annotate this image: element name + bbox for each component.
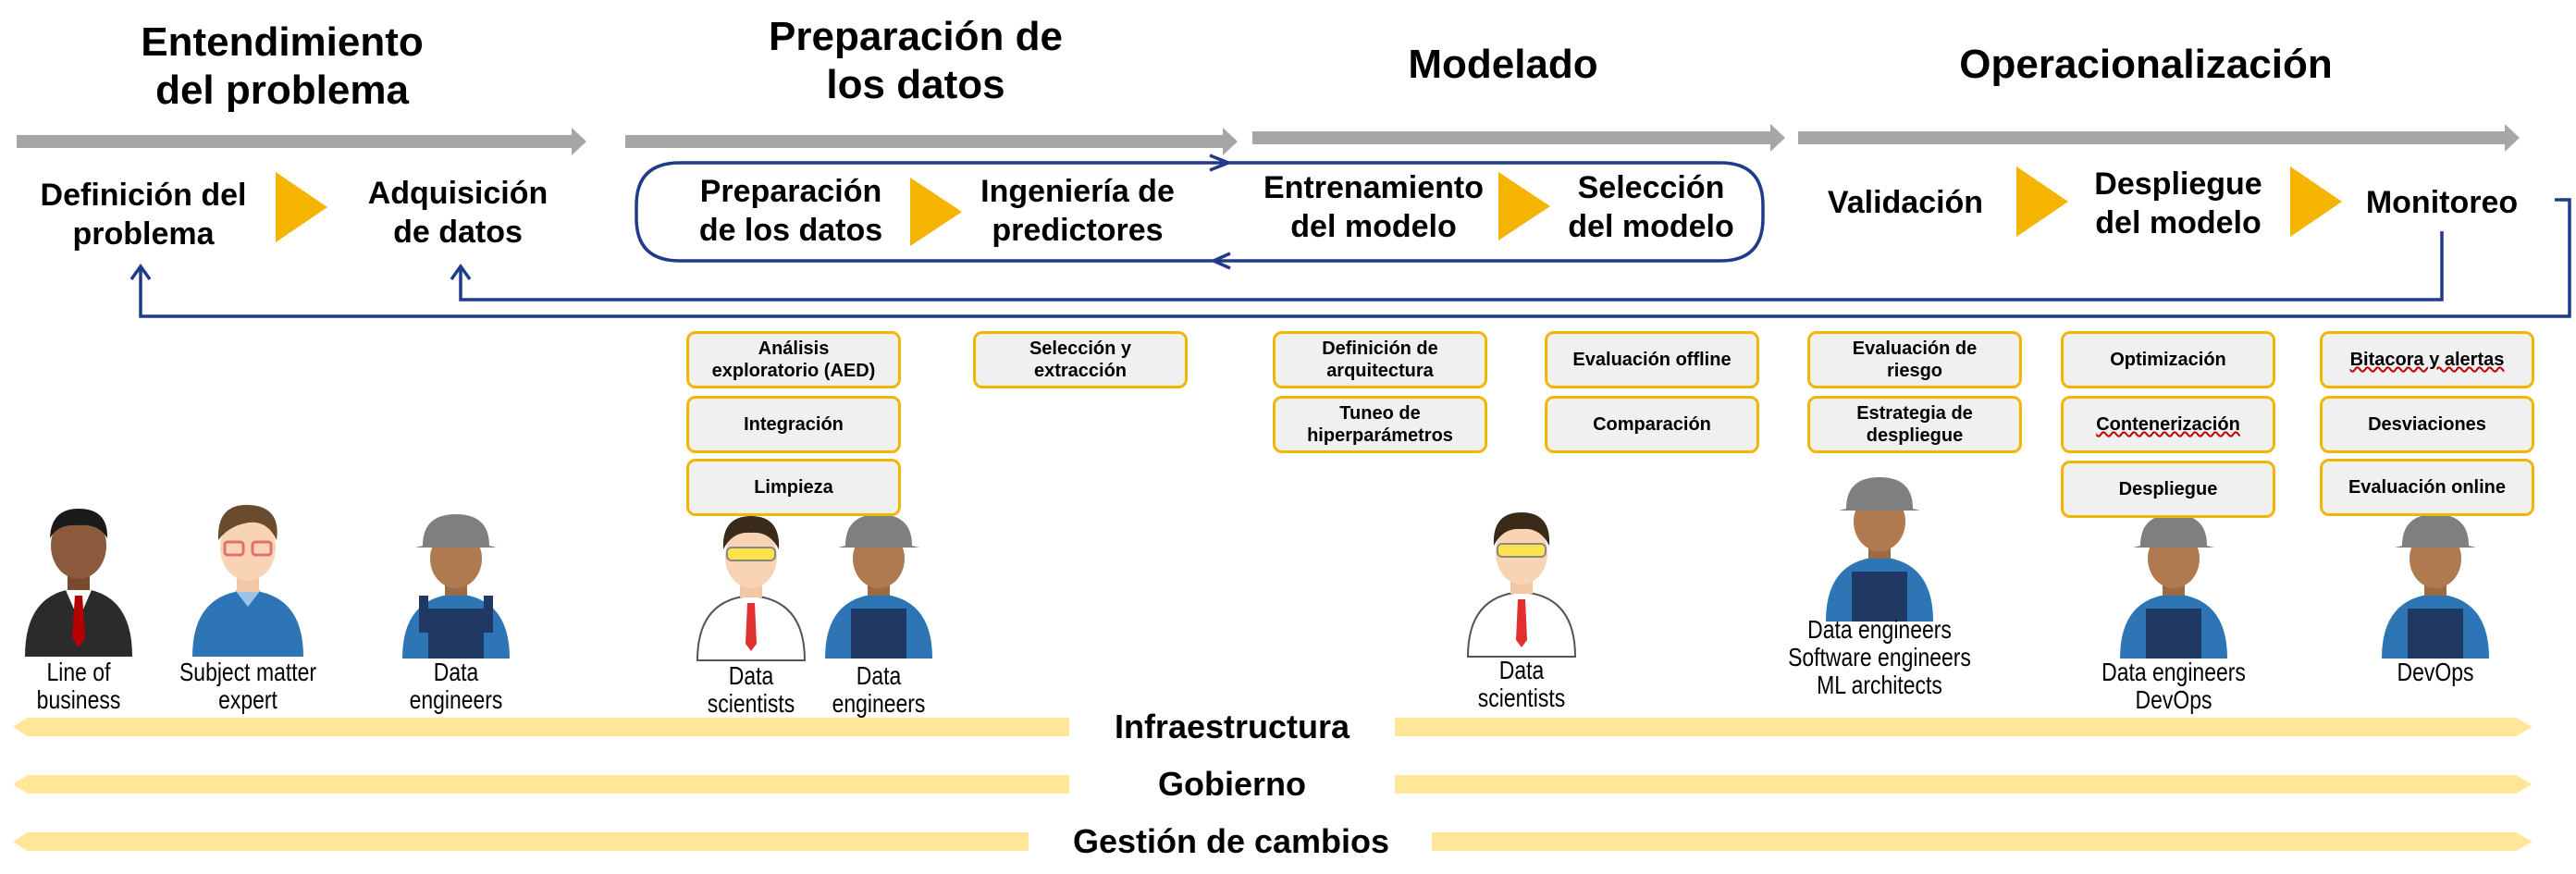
step-preparacion: Preparación de los datos [698,174,883,248]
task-bitacora-alertas: Bitacora y alertas [2320,331,2534,388]
task-seleccion-extraccion: Selección y extracción [973,331,1188,388]
task-bitacora-alertas-label: Bitacora y alertas [2349,350,2505,370]
band-gob-right [1395,775,2533,794]
engineer-icon [402,514,510,659]
role-devops: DevOps [2397,658,2474,686]
band-gc-left [13,832,1029,851]
task-optimizacion: Optimización [2061,331,2275,388]
loop-arrow-left [1209,252,1231,270]
flow-triangle-icon [1498,172,1550,240]
role-data-scientists-1: Data scientists [707,661,795,718]
step-entrenamiento: Entrenamiento del modelo [1263,170,1485,244]
role-data-engineers-2: Data engineers [832,661,926,718]
engineer-icon [2120,514,2227,659]
band-infra-right [1395,718,2533,736]
task-limpieza: Limpieza [686,459,901,516]
iteration-loop [635,161,1765,263]
step-monitoreo: Monitoreo [2365,185,2519,220]
task-evaluacion-online: Evaluación online [2320,459,2534,516]
task-desviaciones: Desviaciones [2320,396,2534,453]
step-despliegue: Despliegue del modelo [2094,166,2262,240]
task-tuneo-hiperparametros: Tuneo de hiperparámetros [1273,396,1487,453]
step-definicion: Definición del problema [40,178,247,252]
band-infraestructura: Infraestructura [1114,708,1350,745]
task-estrategia-despliegue: Estrategia de despliegue [1807,396,2022,453]
task-evaluacion-riesgo: Evaluación de riesgo [1807,331,2022,388]
flow-triangle-icon [276,172,327,242]
flow-triangle-icon [2290,166,2342,237]
phase-arrow-4 [1798,131,2505,144]
phase-arrow-3 [1252,131,1770,144]
phase-title-operacionalizacion: Operacionalización [1959,42,2333,87]
step-seleccion: Selección del modelo [1568,170,1734,244]
role-data-software-ml: Data engineers Software engineers ML arc… [1788,615,1971,699]
engineer-icon [1826,477,1933,622]
band-infra-left [13,718,1069,736]
step-adquisicion: Adquisición de datos [367,176,548,250]
task-contenerizacion-label: Contenerización [2096,414,2240,435]
role-line-of-business: Line of business [36,658,121,714]
band-gc-right [1432,832,2533,851]
role-data-engineers-devops: Data engineers DevOps [2101,658,2246,714]
engineer-icon [2382,514,2489,659]
band-gobierno: Gobierno [1158,765,1306,803]
task-integracion: Integración [686,396,901,453]
scientist-icon [1466,512,1577,658]
task-evaluacion-offline: Evaluación offline [1545,331,1759,388]
band-gestion-cambios: Gestión de cambios [1072,822,1390,860]
phase-arrow-2 [625,135,1223,148]
bands [13,718,2533,851]
scientist-icon [696,516,807,661]
task-analisis-exploratorio: Análisis exploratorio (AED) [686,331,901,388]
loop-arrow-right [1209,154,1233,172]
role-subject-matter-expert: Subject matter expert [179,658,317,714]
step-validacion: Validación [1827,185,1984,220]
businessman-icon [25,509,132,657]
feedback-line [139,198,2571,318]
task-comparacion: Comparación [1545,396,1759,453]
task-contenerizacion: Contenerización [2061,396,2275,453]
engineer-icon [825,514,932,659]
task-definicion-arquitectura: Definición de arquitectura [1273,331,1487,388]
phase-arrows [17,124,2520,155]
phase-title-modelado: Modelado [1408,42,1598,87]
expert-icon [192,504,303,657]
role-data-engineers-1: Data engineers [409,658,503,714]
step-ingenieria: Ingeniería de predictores [980,174,1175,248]
task-despliegue: Despliegue [2061,461,2275,518]
phase-title-preparacion: Preparación de los datos [769,14,1063,107]
role-data-scientists-2: Data scientists [1477,656,1566,712]
flow-triangle-icon [2016,166,2068,237]
band-gob-left [13,775,1069,794]
flow-triangles [276,166,2342,246]
flow-triangle-icon [910,178,962,246]
role-icons [25,477,2489,661]
phase-title-entendimiento: Entendimiento del problema [141,19,424,113]
phase-arrow-1 [17,135,572,148]
